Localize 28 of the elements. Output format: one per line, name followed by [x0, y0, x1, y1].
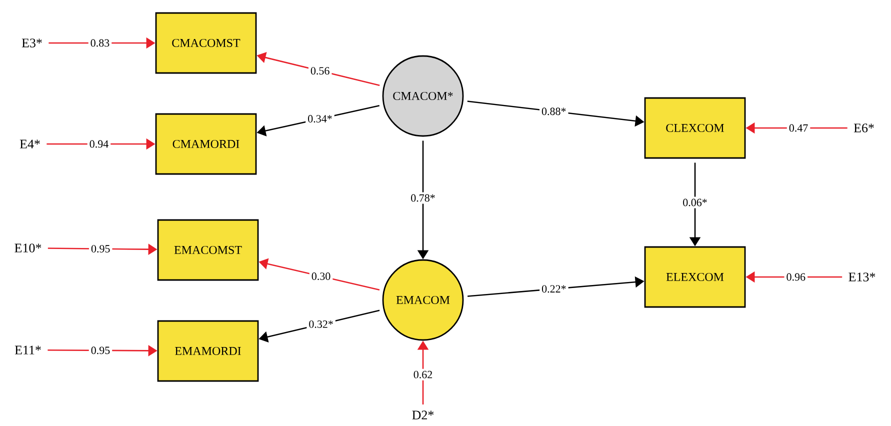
error-term-label: E6*: [854, 124, 874, 132]
coefficient-label: 0.34*: [308, 115, 332, 123]
variable-box: CMAMORDI: [155, 113, 257, 175]
coefficient-label: 0.83: [90, 39, 110, 47]
coefficient-label: 0.96: [786, 273, 806, 281]
variable-box: EMAMORDI: [157, 320, 259, 382]
error-term-label: E3*: [22, 38, 42, 48]
coefficient-label: 0.62: [414, 370, 432, 378]
coefficient-label: 0.78*: [411, 194, 435, 202]
variable-box: CMACOMST: [155, 12, 257, 74]
variable-box: CLEXCOM: [644, 97, 746, 159]
coefficient-label: 0.22*: [542, 285, 566, 293]
coefficient-label: 0.95: [91, 346, 110, 354]
variable-box: EMACOMST: [157, 219, 259, 281]
coefficient-label: 0.06*: [683, 198, 707, 206]
coefficient-label: 0.88*: [542, 108, 566, 116]
coefficient-label: 0.30: [312, 272, 330, 280]
coefficient-label: 0.47: [789, 124, 808, 132]
variable-box: ELEXCOM: [644, 246, 746, 308]
error-term-label: E10*: [14, 244, 42, 252]
error-term-label: E13*: [848, 272, 876, 282]
error-term-label: E11*: [14, 346, 41, 354]
coefficient-label: 0.95: [91, 245, 110, 253]
error-term-label: E4*: [20, 140, 40, 148]
coefficient-label: 0.56: [310, 67, 330, 75]
error-term-label: D2*: [412, 410, 434, 420]
coefficient-label: 0.32*: [309, 320, 333, 328]
coefficient-label: 0.94: [90, 140, 108, 148]
